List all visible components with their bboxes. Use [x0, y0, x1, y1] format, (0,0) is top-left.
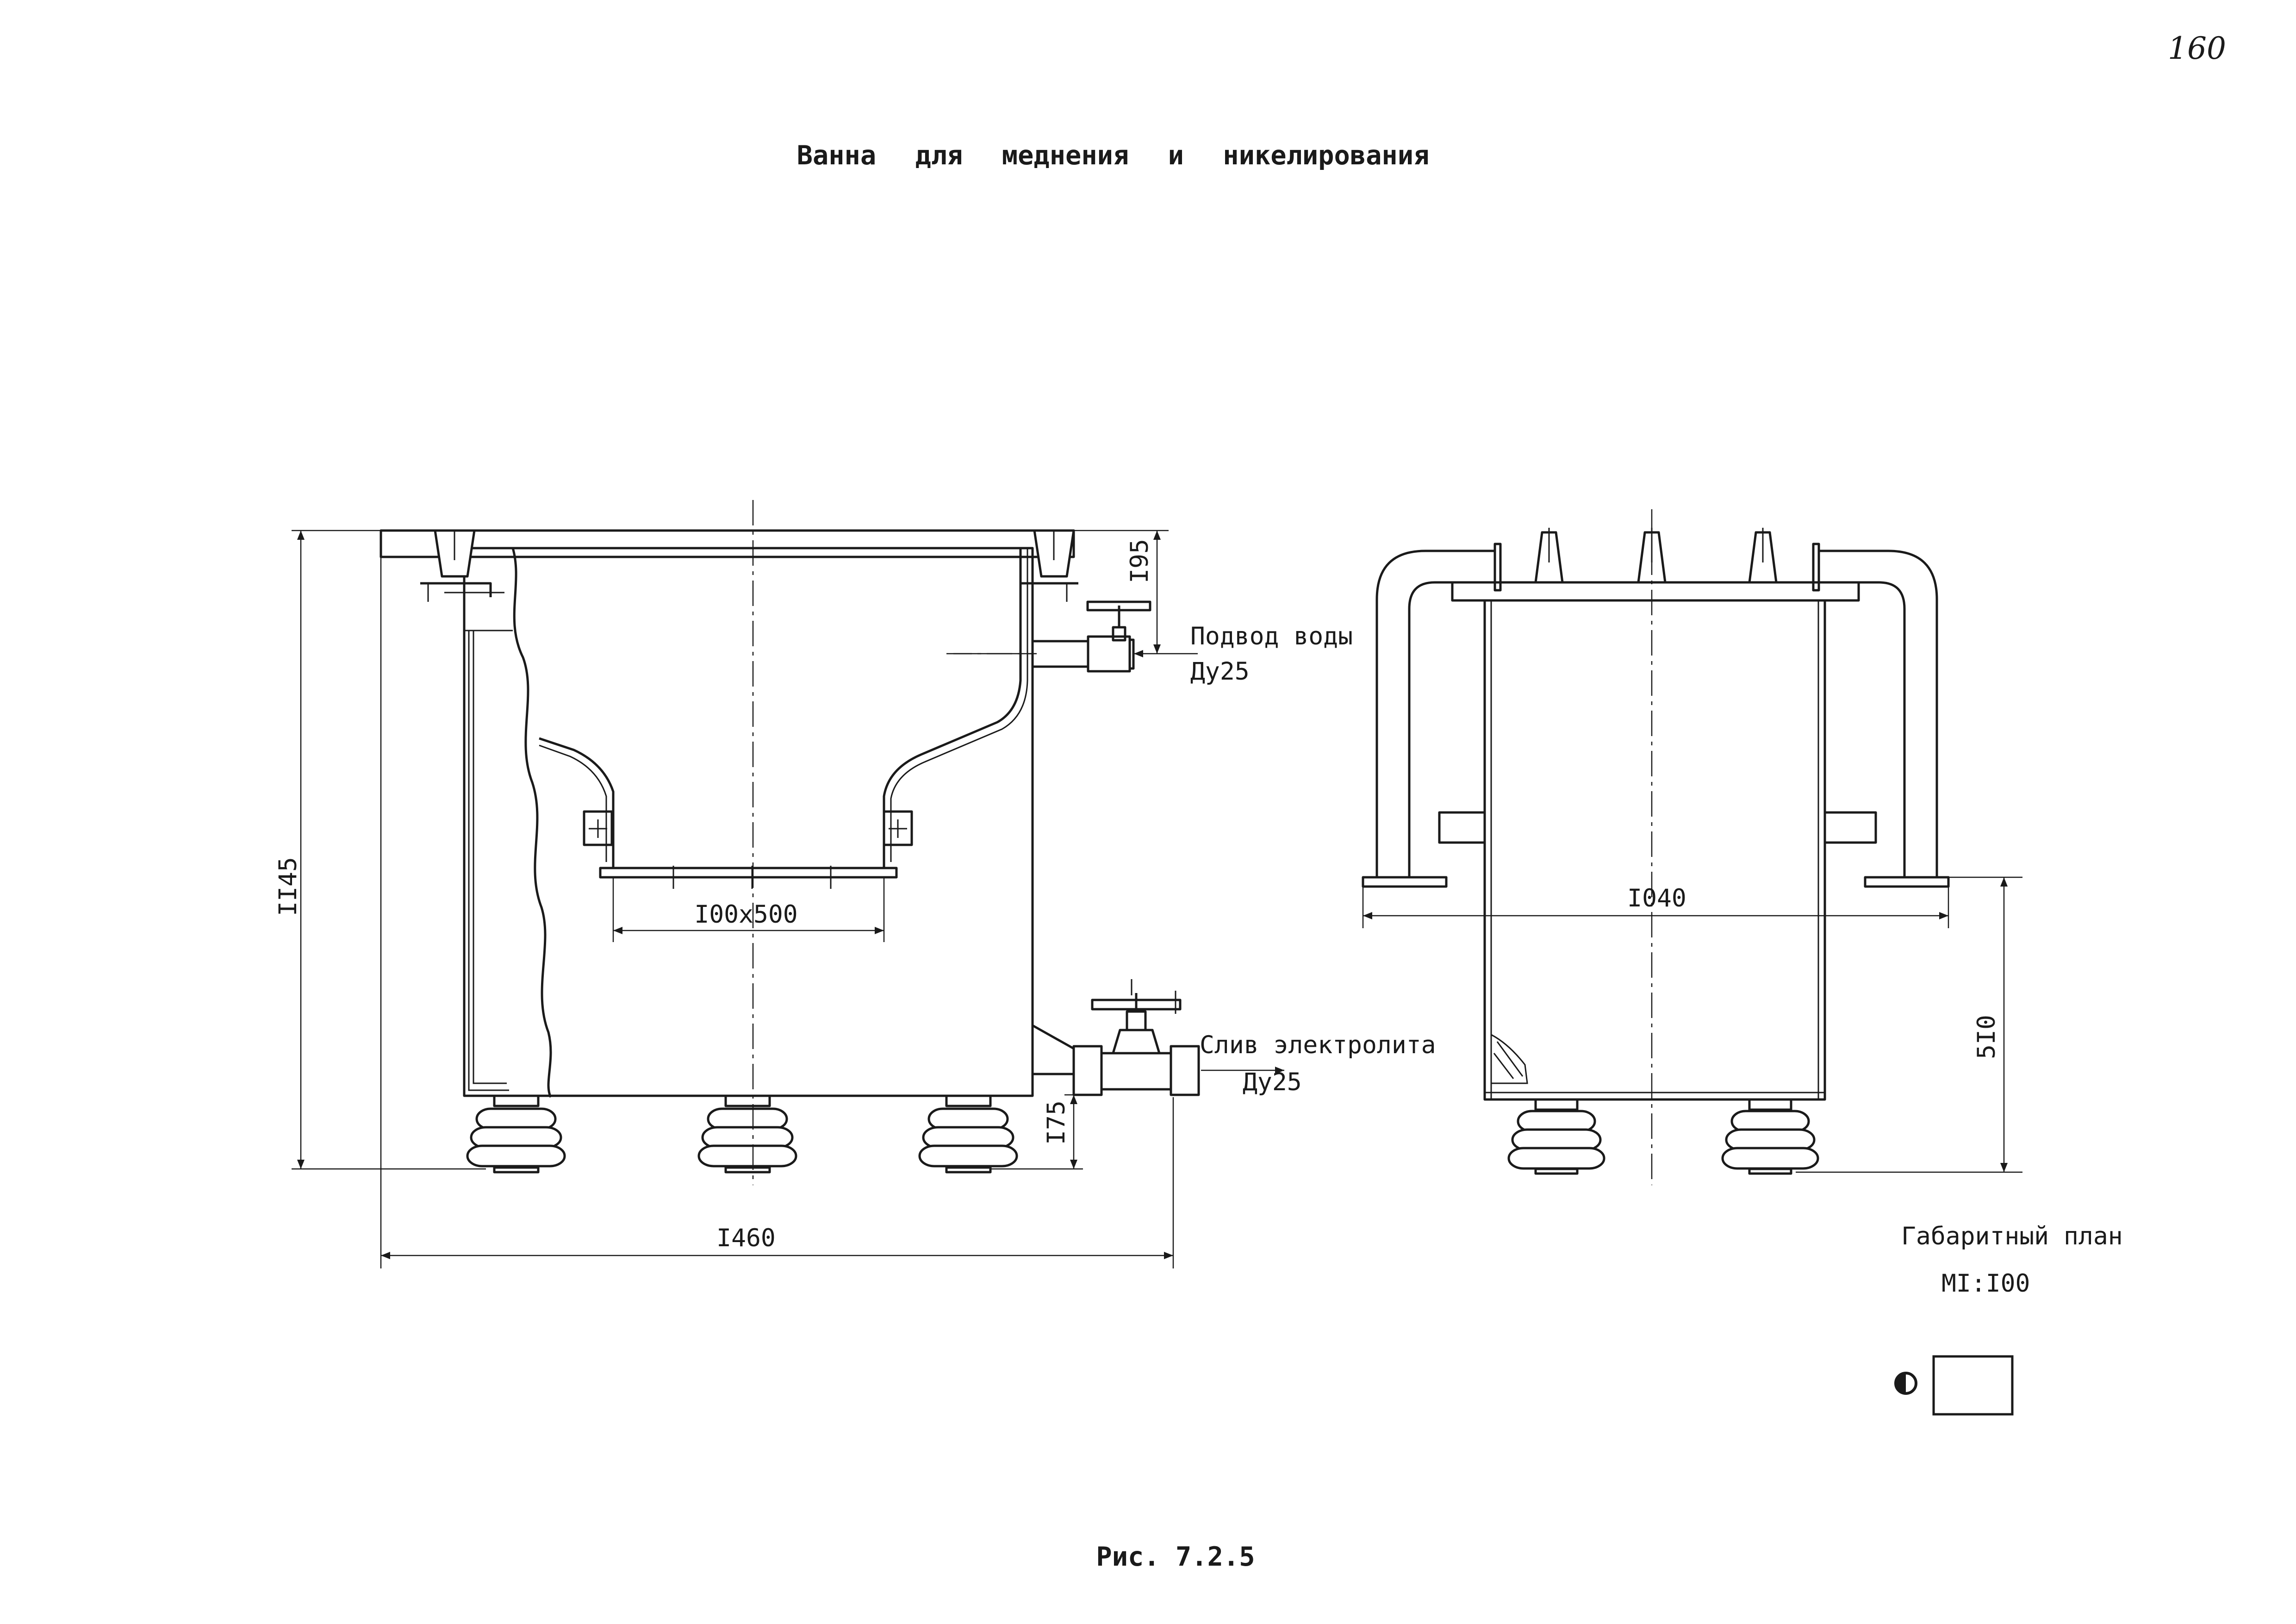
dim-bracket-height: 5I0 [1972, 1015, 2001, 1059]
side-view [1362, 509, 1950, 1185]
front-view [380, 500, 1284, 1185]
scale-label: MI:I00 [1941, 1269, 2030, 1298]
page-number: 160 [2168, 31, 2226, 66]
dim-drain-height: I75 [1042, 1100, 1070, 1145]
plan-caption: Габаритный план [1901, 1222, 2123, 1250]
dim-overall-height: II45 [274, 857, 302, 916]
dim-overall-length: I460 [716, 1224, 776, 1252]
insulator-feet [466, 1094, 1018, 1174]
water-inlet-size: Ду25 [1190, 657, 1250, 686]
front-view-dimensions [292, 530, 1174, 1268]
dim-top-to-inlet: I95 [1126, 539, 1154, 583]
half-circle-mark-icon [1894, 1372, 1917, 1395]
dim-overall-width: I040 [1627, 884, 1686, 912]
side-view-dimensions [1362, 876, 2022, 1173]
water-inlet-label: Подвод воды [1190, 622, 1353, 650]
drain-label: Слив электролита [1200, 1031, 1436, 1059]
drawing-title: Ванна для меднения и никелирования [797, 140, 1430, 171]
dim-opening: I00x500 [694, 900, 797, 929]
figure-caption: Рис. 7.2.5 [1096, 1542, 1255, 1572]
stamp-box [1932, 1355, 2014, 1416]
drain-size: Ду25 [1243, 1068, 1302, 1096]
